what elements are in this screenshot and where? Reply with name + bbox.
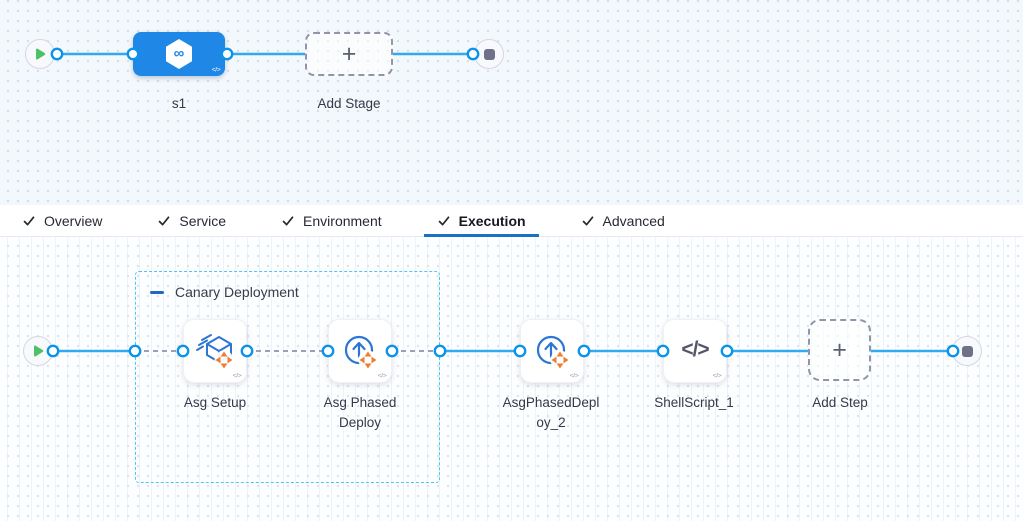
- add-stage-button[interactable]: +: [305, 32, 393, 76]
- check-icon: [23, 215, 35, 225]
- pipeline-start-node: [25, 39, 55, 69]
- stage-node-s1[interactable]: ∞ </>: [133, 32, 225, 76]
- step-node-shellscript-1[interactable]: </> </>: [663, 319, 727, 383]
- tab-advanced[interactable]: Advanced: [568, 205, 678, 236]
- step-node-asg-phased-deploy-2[interactable]: </>: [520, 319, 584, 383]
- tab-execution[interactable]: Execution: [423, 205, 539, 237]
- step-label: AsgPhasedDeploy_2: [502, 395, 600, 430]
- asg-setup-icon: [196, 334, 234, 370]
- stage-label: s1: [171, 96, 187, 111]
- stage-config-tabs: Overview Service Environment Execution A…: [0, 205, 1023, 237]
- add-step-label: Add Step: [812, 395, 868, 410]
- yaml-code-badge: </>: [232, 371, 242, 380]
- play-icon: [35, 48, 45, 60]
- yaml-code-badge: </>: [211, 65, 221, 74]
- plus-icon: +: [341, 39, 357, 68]
- stop-icon: [483, 48, 495, 60]
- phased-deploy-icon: [536, 335, 570, 370]
- step-label: ShellScript_1: [654, 395, 734, 410]
- play-icon: [33, 345, 43, 357]
- yaml-code-badge: </>: [377, 371, 387, 380]
- shell-script-icon: </>: [681, 337, 709, 361]
- tab-overview[interactable]: Overview: [9, 205, 115, 236]
- execution-end-node: [952, 336, 982, 366]
- tab-service[interactable]: Service: [144, 205, 239, 236]
- yaml-code-badge: </>: [569, 371, 579, 380]
- check-icon: [582, 215, 593, 225]
- yaml-code-badge: </>: [712, 371, 722, 380]
- tab-environment[interactable]: Environment: [268, 205, 395, 236]
- plus-icon: +: [832, 335, 847, 364]
- stop-icon: [961, 345, 973, 357]
- infinity-glyph: ∞: [173, 44, 185, 62]
- move-handle-icon: [359, 351, 377, 369]
- group-header: Canary Deployment: [150, 284, 299, 300]
- connection-ports[interactable]: [50, 47, 480, 61]
- step-label: Asg Phased Deploy: [323, 395, 397, 430]
- stage-canvas[interactable]: ∞ </> s1 + Add Stage: [0, 0, 1023, 205]
- execution-canvas[interactable]: Canary Deployment: [0, 237, 1023, 521]
- cd-stage-icon: ∞: [166, 39, 192, 69]
- execution-start-node: [23, 336, 53, 366]
- pipeline-end-node: [474, 39, 504, 69]
- step-node-asg-setup[interactable]: </>: [183, 319, 247, 383]
- check-icon: [438, 215, 449, 225]
- check-icon: [282, 215, 294, 225]
- step-label: Asg Setup: [183, 395, 247, 410]
- phased-deploy-icon: [344, 335, 378, 370]
- collapse-group-icon[interactable]: [150, 290, 164, 294]
- check-icon: [159, 215, 170, 225]
- add-stage-label: Add Stage: [317, 96, 381, 111]
- move-handle-icon: [551, 351, 569, 369]
- step-group-canary-deployment[interactable]: Canary Deployment: [135, 271, 440, 483]
- move-handle-icon: [215, 351, 233, 369]
- group-label: Canary Deployment: [175, 284, 299, 300]
- add-step-button[interactable]: +: [808, 319, 871, 381]
- step-node-asg-phased-deploy[interactable]: </>: [328, 319, 392, 383]
